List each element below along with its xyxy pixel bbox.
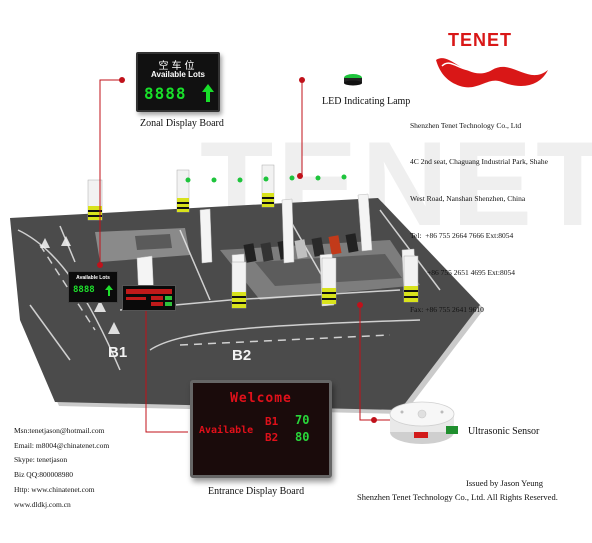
entrance-b1-value: 70 xyxy=(295,413,310,427)
zonal-available-text: Available Lots xyxy=(151,70,205,79)
zonal-display-board-label: Zonal Display Board xyxy=(140,118,224,129)
contact-skype: Skype: tenetjason xyxy=(14,455,68,465)
company-name: Shenzhen Tenet Technology Co., Ltd xyxy=(410,120,522,130)
zone-b1-label: B1 xyxy=(108,344,127,361)
issued-by: Issued by Jason Yeung xyxy=(466,478,543,488)
map-board-digits: 8888 xyxy=(73,285,95,295)
company-tel1: Tel: +86 755 2664 7666 Ext:8054 xyxy=(410,231,514,241)
contact-email[interactable]: Email: m8004@chinatenet.com xyxy=(14,440,110,450)
zonal-chinese-text: 空车位 xyxy=(158,61,198,72)
map-zonal-board: Available Lots 8888 xyxy=(68,271,118,303)
contact-list: Msn:tenetjason@hotmail.com Email: m8004@… xyxy=(14,424,109,512)
entrance-display-board: Welcome Available B1 B2 70 80 xyxy=(190,380,332,478)
entrance-available-text: Available xyxy=(199,425,254,436)
map-entrance-board-screen xyxy=(126,289,172,306)
led-lamp-label: LED Indicating Lamp xyxy=(322,96,411,107)
up-arrow-icon xyxy=(202,84,214,102)
contact-website[interactable]: Http: www.chinatenet.com xyxy=(14,484,95,494)
tenet-logo: TENET xyxy=(432,20,552,92)
entrance-display-board-label: Entrance Display Board xyxy=(208,486,305,497)
entrance-b2-value: 80 xyxy=(295,430,310,444)
map-entrance-board xyxy=(122,285,176,311)
copyright-notice: Shenzhen Tenet Technology Co., Ltd. All … xyxy=(357,492,558,502)
company-info: Shenzhen Tenet Technology Co., Ltd 4C 2n… xyxy=(410,95,548,329)
ultrasonic-sensor-icon xyxy=(388,392,464,448)
logo-text: TENET xyxy=(448,30,513,50)
entrance-b2-label: B2 xyxy=(265,431,279,444)
ultrasonic-sensor-label: Ultrasonic Sensor xyxy=(468,426,540,437)
contact-qq: Biz QQ:800008980 xyxy=(14,470,73,480)
map-board-available-text: Available Lots xyxy=(76,275,110,281)
company-tel2: +86 755 2651 4695 Ext:8054 xyxy=(427,268,515,278)
company-fax: Fax: +86 755 2641 9610 xyxy=(410,305,484,315)
company-address-line1: 4C 2nd seat, Chaguang Industrial Park, S… xyxy=(410,157,548,167)
contact-msn[interactable]: Msn:tenetjason@hotmail.com xyxy=(14,426,105,435)
map-board-arrow-icon xyxy=(105,285,113,296)
zonal-display-board: 空车位 Available Lots 8888 xyxy=(136,52,220,112)
entrance-welcome-text: Welcome xyxy=(230,391,292,406)
company-address-line2: West Road, Nanshan Shenzhen, China xyxy=(410,194,526,204)
led-lamp-icon xyxy=(342,72,364,86)
contact-website-2[interactable]: www.dldkj.com.cn xyxy=(14,499,71,509)
zonal-digits: 8888 xyxy=(144,84,187,103)
zone-b2-label: B2 xyxy=(232,347,251,364)
entrance-b1-label: B1 xyxy=(265,415,279,428)
